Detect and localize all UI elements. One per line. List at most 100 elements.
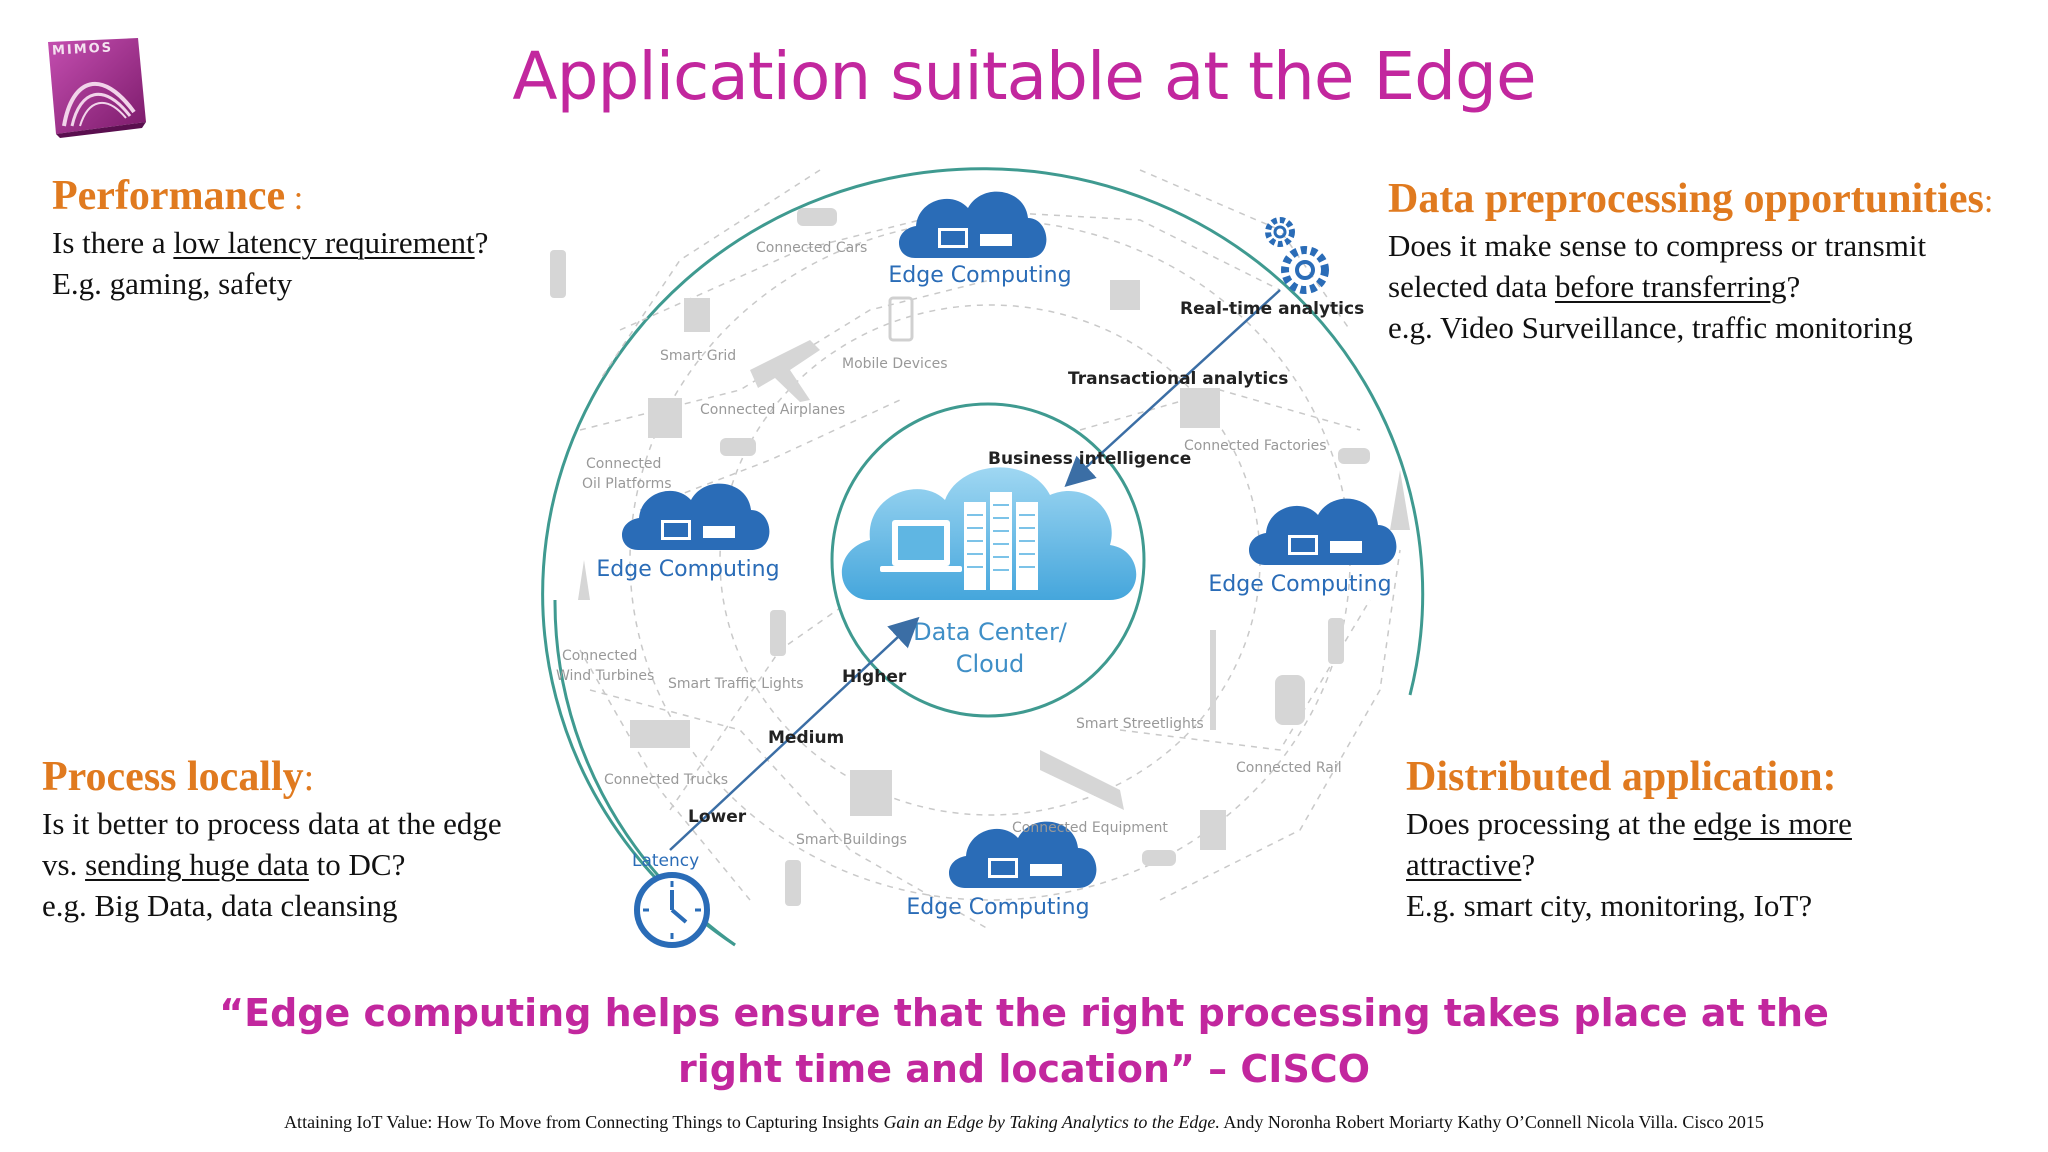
tower-icon: [684, 298, 710, 332]
latency-medium-label: Medium: [768, 728, 844, 748]
traffic-light-icon-4: [785, 860, 801, 906]
center-label-line1: Data Center/: [913, 618, 1068, 646]
distributed-line2-post: ?: [1521, 847, 1536, 882]
latency-higher-label: Higher: [842, 667, 907, 687]
analytics-arrow: [1064, 289, 1281, 488]
building-icon: [850, 770, 892, 816]
label-smart-traffic-lights: Smart Traffic Lights: [668, 676, 804, 692]
edge-computing-diagram: Data Center/ Cloud Edge Computing Edge C…: [541, 167, 1425, 948]
distributed-line1-pre: Does processing at the: [1406, 806, 1694, 841]
outer-ring: [541, 167, 1425, 947]
car-icon: [797, 208, 837, 226]
factory-icon: [1180, 388, 1220, 428]
data-preprocessing-line2-pre: selected data: [1388, 269, 1555, 304]
process-locally-block: Process locally: Is it better to process…: [42, 753, 502, 926]
distributed-application-block: Distributed application: Does processing…: [1406, 753, 1852, 926]
label-connected-rail: Connected Rail: [1236, 760, 1342, 776]
car-icon-2: [720, 438, 756, 456]
distributed-attractive-term: attractive: [1406, 847, 1522, 882]
citation: Attaining IoT Value: How To Move from Co…: [0, 1112, 2048, 1133]
edge-cloud-top: [898, 191, 1047, 258]
data-preprocessing-colon: :: [1983, 183, 1994, 220]
label-smart-streetlights: Smart Streetlights: [1076, 716, 1204, 732]
data-preprocessing-block: Data preprocessing opportunities: Does i…: [1388, 175, 1993, 348]
car-icon-4: [1142, 850, 1176, 866]
edge-cloud-bottom: [948, 821, 1097, 888]
data-preprocessing-line2-post: ?: [1786, 269, 1801, 304]
truck-icon: [630, 720, 690, 748]
cisco-quote: “Edge computing helps ensure that the ri…: [0, 985, 2048, 1097]
label-oil-platforms-1: Connected: [586, 456, 661, 472]
latency-arrow: [669, 616, 920, 851]
label-connected-airplanes: Connected Airplanes: [700, 402, 845, 418]
label-mobile-devices: Mobile Devices: [842, 356, 948, 372]
edge-label-top: Edge Computing: [888, 263, 1071, 288]
wind-turbine-icon: [578, 560, 590, 600]
performance-block: Performance : Is there a low latency req…: [52, 172, 488, 304]
mimos-logo: [42, 38, 150, 140]
car-icon-3: [1338, 448, 1370, 464]
crane-icon: [1040, 750, 1124, 810]
label-smart-grid: Smart Grid: [660, 348, 736, 364]
label-connected-cars: Connected Cars: [756, 240, 867, 256]
slide-title: Application suitable at the Edge: [512, 38, 1536, 115]
label-oil-platforms-2: Oil Platforms: [582, 476, 672, 492]
oil-platform-icon: [648, 398, 682, 438]
distributed-application-heading: Distributed application:: [1406, 754, 1837, 800]
streetlight-icon: [1210, 630, 1216, 730]
center-label-line2: Cloud: [956, 650, 1025, 678]
label-connected-equipment: Connected Equipment: [1012, 820, 1168, 836]
distributed-edge-term: edge is more: [1693, 806, 1852, 841]
label-smart-buildings: Smart Buildings: [796, 832, 907, 848]
latency-lower-label: Lower: [688, 807, 747, 827]
business-intelligence-label: Business intelligence: [988, 449, 1191, 469]
process-locally-line2-post: to DC?: [308, 847, 406, 882]
traffic-light-icon-3: [770, 610, 786, 656]
performance-heading: Performance: [52, 173, 286, 219]
data-preprocessing-example: e.g. Video Surveillance, traffic monitor…: [1388, 310, 1913, 345]
data-preprocessing-heading: Data preprocessing opportunities: [1388, 176, 1984, 222]
mobile-device-icon: [888, 296, 914, 342]
oil-rig-icon: [1200, 810, 1226, 850]
data-preprocessing-transfer-term: before transferring: [1554, 269, 1787, 304]
performance-latency-term: low latency requirement: [173, 225, 475, 260]
performance-line1-post: ?: [474, 225, 489, 260]
citation-pre: Attaining IoT Value: How To Move from Co…: [284, 1112, 884, 1132]
traffic-light-icon-2: [1328, 618, 1344, 664]
data-preprocessing-line1: Does it make sense to compress or transm…: [1388, 228, 1927, 263]
gears-icon: [1265, 217, 1329, 294]
process-locally-huge-data-term: sending huge data: [85, 847, 309, 882]
edge-label-right: Edge Computing: [1208, 572, 1391, 597]
performance-colon: :: [285, 180, 304, 217]
edge-cloud-right: [1248, 498, 1397, 565]
process-locally-colon: :: [303, 757, 315, 799]
edge-label-left: Edge Computing: [596, 557, 779, 582]
label-connected-trucks: Connected Trucks: [604, 772, 728, 788]
quote-line2: right time and location” – CISCO: [678, 1047, 1370, 1091]
performance-line1-pre: Is there a: [52, 225, 174, 260]
power-pylon-icon: [1390, 470, 1410, 530]
factory-icon-top: [1110, 280, 1140, 310]
label-wind-turbines-1: Connected: [562, 648, 637, 664]
train-icon: [1275, 675, 1305, 725]
clock-icon: [634, 872, 710, 948]
citation-post: Andy Noronha Robert Moriarty Kathy O’Con…: [1219, 1112, 1764, 1132]
data-center-cloud-icon: [841, 467, 1137, 600]
citation-italic: Gain an Edge by Taking Analytics to the …: [883, 1112, 1220, 1132]
performance-example: E.g. gaming, safety: [52, 266, 293, 301]
quote-line1: “Edge computing helps ensure that the ri…: [219, 991, 1829, 1035]
process-locally-example: e.g. Big Data, data cleansing: [42, 888, 398, 923]
traffic-light-icon: [550, 250, 566, 298]
edge-cloud-left: [621, 483, 770, 550]
realtime-analytics-label: Real-time analytics: [1180, 299, 1364, 319]
latency-label: Latency: [632, 851, 699, 871]
label-connected-factories: Connected Factories: [1184, 438, 1327, 454]
device-icons: [550, 208, 1410, 906]
process-locally-heading: Process locally: [42, 754, 304, 800]
airplane-icon: [750, 340, 820, 402]
process-locally-line1: Is it better to process data at the edge: [42, 806, 502, 841]
distributed-example: E.g. smart city, monitoring, IoT?: [1406, 888, 1813, 923]
transactional-analytics-label: Transactional analytics: [1068, 369, 1288, 389]
label-wind-turbines-2: Wind Turbines: [556, 668, 654, 684]
edge-label-bottom: Edge Computing: [906, 895, 1089, 920]
